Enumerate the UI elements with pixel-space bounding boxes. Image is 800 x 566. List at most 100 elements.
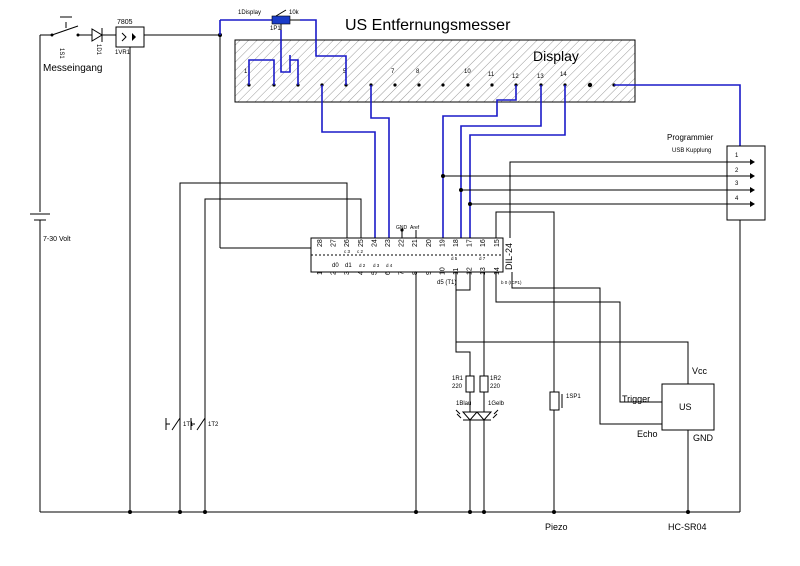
sensor-label: US bbox=[679, 402, 692, 412]
ic-top-pin-25: 25 bbox=[358, 239, 365, 247]
input-switch-1s1: 1S1 bbox=[40, 16, 92, 59]
voltage-label: 7-30 Volt bbox=[43, 236, 71, 243]
piezo-1sp1: 1SP1 Piezo bbox=[545, 391, 581, 532]
button-1t2: 1T2 bbox=[190, 417, 219, 512]
ic-top-pin-22: 22 bbox=[399, 239, 406, 247]
resistor-1r1: 1R1 220 bbox=[452, 375, 475, 412]
resistor-1r2: 1R2 220 bbox=[479, 375, 502, 412]
pot-value: 10k bbox=[289, 10, 300, 16]
microcontroller-dil24: DIL-24 bbox=[310, 237, 514, 273]
display-pin-1: 1 bbox=[244, 69, 248, 75]
led-gelb: 1Gelb bbox=[475, 401, 505, 512]
r2-ref: 1R2 bbox=[490, 376, 502, 382]
switch-label: 1S1 bbox=[58, 48, 64, 59]
button-1t1-label: 1T1 bbox=[183, 422, 194, 428]
ic-label-d4: d 4 bbox=[386, 263, 393, 268]
ic-bottom-pin-10: 10 bbox=[439, 267, 446, 275]
display-pin-14: 14 bbox=[560, 72, 567, 78]
ic-bottom-pin-14: 14 bbox=[494, 267, 501, 275]
ic-top-pin-23: 23 bbox=[385, 239, 392, 247]
piezo-ref: 1SP1 bbox=[566, 394, 581, 400]
ic-label-c2: c 2 bbox=[357, 249, 364, 254]
diode-1d1: 1D1 bbox=[91, 28, 116, 56]
ic-bottom-pin-9: 9 bbox=[426, 271, 433, 275]
display-pin-13: 13 bbox=[537, 74, 544, 80]
ic-bottom-pin-6: 6 bbox=[385, 271, 392, 275]
ic-bottom-pin-2: 2 bbox=[331, 271, 338, 275]
r1-value: 220 bbox=[452, 384, 463, 390]
button-1t1: 1T1 bbox=[165, 417, 194, 512]
ic-bottom-pin-7: 7 bbox=[399, 271, 406, 275]
piezo-label: Piezo bbox=[545, 522, 568, 532]
ic-label-d5: d 5 bbox=[451, 256, 458, 261]
led-gelb-label: 1Gelb bbox=[488, 401, 505, 407]
display-pin-7: 7 bbox=[391, 69, 395, 75]
pot-pin: 1P1 bbox=[270, 26, 281, 32]
diode-label: 1D1 bbox=[95, 44, 101, 56]
ic-top-pin-15: 15 bbox=[494, 239, 501, 247]
r2-value: 220 bbox=[490, 384, 501, 390]
ic-label-d5t1: d5 (T1) bbox=[437, 280, 456, 286]
led-blau-label: 1Blau bbox=[456, 401, 471, 407]
ic-label-d0: d0 bbox=[332, 263, 339, 269]
ic-top-pin-27: 27 bbox=[331, 239, 338, 247]
ic-top-pin-19: 19 bbox=[439, 239, 446, 247]
ic-bottom-pin-12: 12 bbox=[467, 267, 474, 275]
programmer-title: Programmier bbox=[667, 133, 714, 142]
display-pin-12: 12 bbox=[512, 74, 519, 80]
ic-bottom-pin-3: 3 bbox=[344, 271, 351, 275]
ic-top-pin-16: 16 bbox=[480, 239, 487, 247]
ic-bottom-pin-1: 1 bbox=[317, 271, 324, 275]
ic-label-c3: c 3 bbox=[344, 249, 351, 254]
led-blau: 1Blau bbox=[455, 401, 479, 512]
regulator-label: 1VR1 bbox=[115, 50, 131, 56]
display-pin-8: 8 bbox=[416, 69, 420, 75]
ultrasonic-sensor-hc-sr04: US Vcc Trigger Echo GND HC-SR04 bbox=[622, 366, 715, 532]
display-pin-10: 10 bbox=[464, 69, 471, 75]
diagram-title: US Entfernungsmesser bbox=[345, 17, 511, 34]
ic-top-pin-21: 21 bbox=[412, 239, 419, 247]
ic-top-pin-26: 26 bbox=[344, 239, 351, 247]
potentiometer-1p1: 1Display 10k 1P1 bbox=[219, 9, 300, 35]
ic-label-d2: d 2 bbox=[359, 263, 366, 268]
ic-label-d1: d1 bbox=[345, 263, 352, 269]
input-label: Messeingang bbox=[43, 63, 102, 74]
ic-top-pin-17: 17 bbox=[467, 239, 474, 247]
ground-junctions bbox=[128, 510, 690, 514]
programmer-pin-3: 3 bbox=[735, 181, 739, 187]
ic-top-pin-24: 24 bbox=[371, 239, 378, 247]
usb-programmer: Programmier USB Kupplung 1 2 3 4 bbox=[667, 133, 766, 221]
ic-label-d7: d 7 bbox=[479, 256, 486, 261]
ic-label-d3: d 3 bbox=[373, 263, 380, 268]
display-pin-11: 11 bbox=[488, 72, 495, 78]
ic-top-pin-20: 20 bbox=[426, 239, 433, 247]
sensor-pin-echo: Echo bbox=[637, 429, 658, 439]
regulator-7805: 7805 1VR1 bbox=[115, 19, 220, 56]
programmer-pin-2: 2 bbox=[735, 168, 739, 174]
ic-bottom-pin-5: 5 bbox=[371, 271, 378, 275]
ic-bottom-pin-4: 4 bbox=[358, 271, 365, 275]
display-pin-5: 5 bbox=[343, 69, 347, 75]
programmer-pin-4: 4 bbox=[735, 196, 739, 202]
sensor-pin-vcc: Vcc bbox=[692, 366, 708, 376]
programmer-subtitle: USB Kupplung bbox=[672, 148, 711, 154]
r1-ref: 1R1 bbox=[452, 376, 464, 382]
ic-top-pin-18: 18 bbox=[453, 239, 460, 247]
battery-symbol bbox=[30, 213, 50, 221]
ic-bottom-pin-11: 11 bbox=[453, 268, 460, 275]
regulator-part: 7805 bbox=[117, 19, 133, 26]
pot-ref: 1Display bbox=[238, 10, 261, 16]
programmer-pin-1: 1 bbox=[735, 153, 739, 159]
ic-label: DIL-24 bbox=[504, 243, 514, 270]
sensor-name: HC-SR04 bbox=[668, 522, 707, 532]
button-1t2-label: 1T2 bbox=[208, 422, 219, 428]
ic-label-aref: Aref bbox=[410, 225, 420, 231]
ic-label-gnd: GND bbox=[396, 225, 408, 231]
ic-bottom-pin-13: 13 bbox=[480, 267, 487, 275]
display-label: Display bbox=[533, 48, 579, 64]
sensor-pin-trigger: Trigger bbox=[622, 394, 650, 404]
lcd-display: Display 1 5 7 8 10 11 12 13 14 bbox=[234, 19, 636, 103]
